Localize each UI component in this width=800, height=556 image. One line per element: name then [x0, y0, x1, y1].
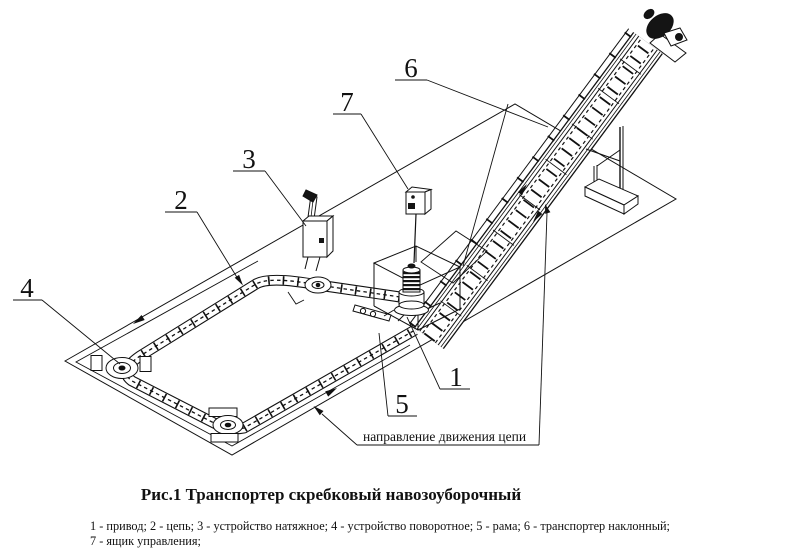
drive-motor: [383, 263, 441, 322]
control-box: [404, 186, 433, 264]
conveyor-rail-left: [419, 35, 640, 332]
callout-7: 7: [340, 87, 354, 117]
callout-4: 4: [20, 273, 34, 303]
conveyor-stringer: [409, 28, 630, 324]
conveyor-rail-right: [437, 49, 658, 346]
callout-numbers: 1 2 3 4 5 6 7: [20, 53, 463, 419]
guide-wheel: [287, 276, 332, 305]
turning-device: [90, 355, 152, 379]
frame-outline: [75, 260, 411, 447]
arrow-incline-down: [533, 210, 543, 222]
chain-direction-arrows: [133, 184, 543, 397]
arrow-incline-up: [517, 184, 527, 196]
arrow-bottom-run: [325, 388, 337, 397]
callout-6: 6: [404, 53, 418, 83]
callout-2: 2: [174, 185, 188, 215]
loading-skirt: [420, 230, 488, 284]
callout-1: 1: [449, 362, 463, 392]
bottom-corner-wheel: [208, 407, 244, 443]
conveyor-support: [583, 126, 640, 215]
conveyor-rungs: [408, 28, 635, 328]
legend-line-1: 1 - привод; 2 - цепь; 3 - устройство нат…: [90, 519, 670, 533]
figure-caption: Рис.1 Транспортер скребковый навозоуборо…: [141, 485, 521, 504]
legend-line-2: 7 - ящик управления;: [90, 534, 201, 548]
ground-plane: [63, 103, 677, 456]
conveyor-chain-left: [422, 37, 643, 334]
conveyor-head-drive: [643, 8, 688, 63]
conveyor-chain-right: [434, 47, 655, 344]
arrow-top-left-run: [133, 315, 145, 324]
callout-3: 3: [242, 144, 256, 174]
direction-note: направление движения цепи: [313, 204, 551, 446]
inclined-conveyor: [408, 28, 663, 350]
tension-device: [301, 189, 335, 272]
callout-leaders: [13, 79, 549, 417]
direction-note-text: направление движения цепи: [363, 429, 526, 444]
chain-loop: [121, 274, 418, 435]
drive-unit: [352, 230, 488, 331]
callout-5: 5: [395, 389, 409, 419]
figure-caption-block: Рис.1 Транспортер скребковый навозоуборо…: [90, 485, 670, 548]
